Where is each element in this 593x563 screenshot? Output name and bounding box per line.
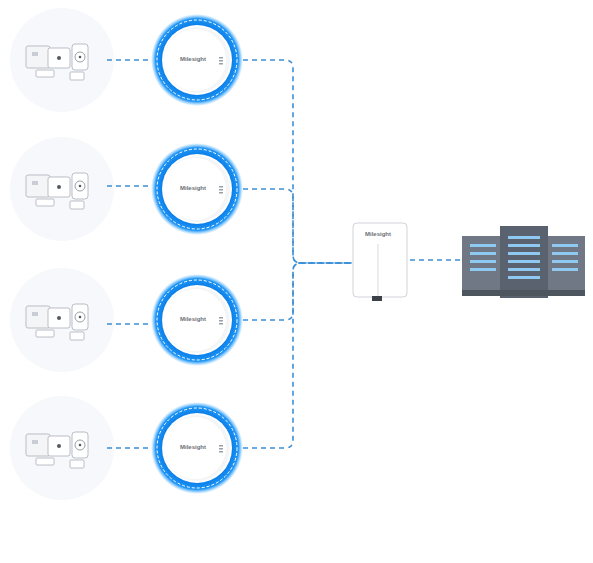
dashed-link bbox=[243, 263, 352, 448]
dashed-link bbox=[243, 263, 352, 320]
brand-logo: Milesight bbox=[180, 444, 206, 451]
dashed-link bbox=[243, 189, 352, 263]
brand-logo: Milesight bbox=[180, 316, 206, 323]
server-building bbox=[462, 226, 585, 298]
gateway-disc: Milesight bbox=[151, 14, 243, 106]
brand-logo: Milesight bbox=[180, 185, 206, 192]
brand-logo: Milesight bbox=[365, 231, 391, 238]
gateway-disc: Milesight bbox=[151, 274, 243, 366]
gateway-disc: Milesight bbox=[151, 402, 243, 494]
brand-logo: Milesight bbox=[180, 56, 206, 63]
dashed-link bbox=[243, 60, 352, 263]
gateway-box: Milesight bbox=[352, 222, 408, 304]
gateway-disc: Milesight bbox=[151, 143, 243, 235]
